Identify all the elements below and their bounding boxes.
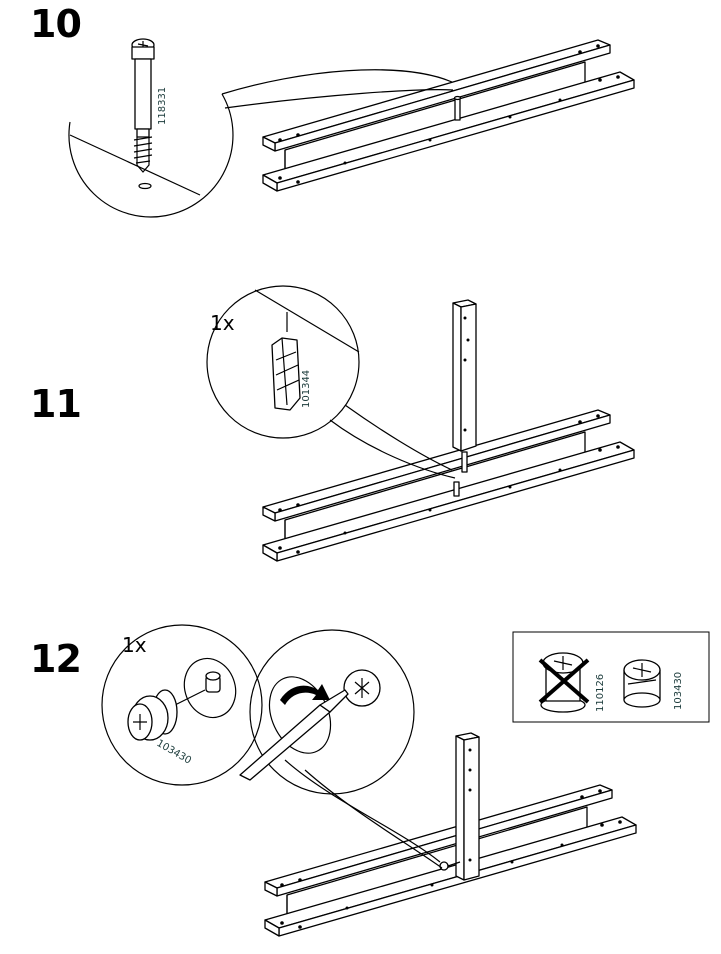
step-10-detail-callout xyxy=(68,38,454,218)
cam-lock-top-icon xyxy=(343,669,381,707)
correct-part-number: 103430 xyxy=(673,671,684,710)
wrong-cam-lock-icon xyxy=(538,652,590,713)
step-12-frame xyxy=(264,784,637,937)
step-12-detail-right xyxy=(239,629,443,869)
correct-cam-lock-icon xyxy=(623,659,661,708)
quantity-label: 1x xyxy=(210,311,235,335)
part-number: 101344 xyxy=(301,369,312,408)
cam-lock-icon xyxy=(127,671,221,741)
step-10-frame xyxy=(262,39,635,192)
step-11-detail-callout xyxy=(206,285,456,479)
rotate-arrow-icon xyxy=(280,684,330,705)
part-number: 118331 xyxy=(157,86,168,125)
wooden-dowel-icon xyxy=(271,312,301,411)
screwdriver-icon xyxy=(239,689,349,781)
step-11-post xyxy=(452,299,477,497)
wrong-part-number: 110126 xyxy=(595,673,606,712)
quantity-label: 1x xyxy=(122,633,147,657)
step-number: 10 xyxy=(30,2,82,46)
step-number: 11 xyxy=(30,382,82,426)
step-12-post xyxy=(439,732,480,881)
part-comparison-box xyxy=(512,631,710,723)
step-10-dowel-on-frame xyxy=(453,95,462,121)
cam-lock-bolt-icon xyxy=(131,38,155,173)
step-11-frame xyxy=(262,409,635,562)
step-number: 12 xyxy=(30,637,82,681)
step-12-detail-left xyxy=(101,624,263,786)
